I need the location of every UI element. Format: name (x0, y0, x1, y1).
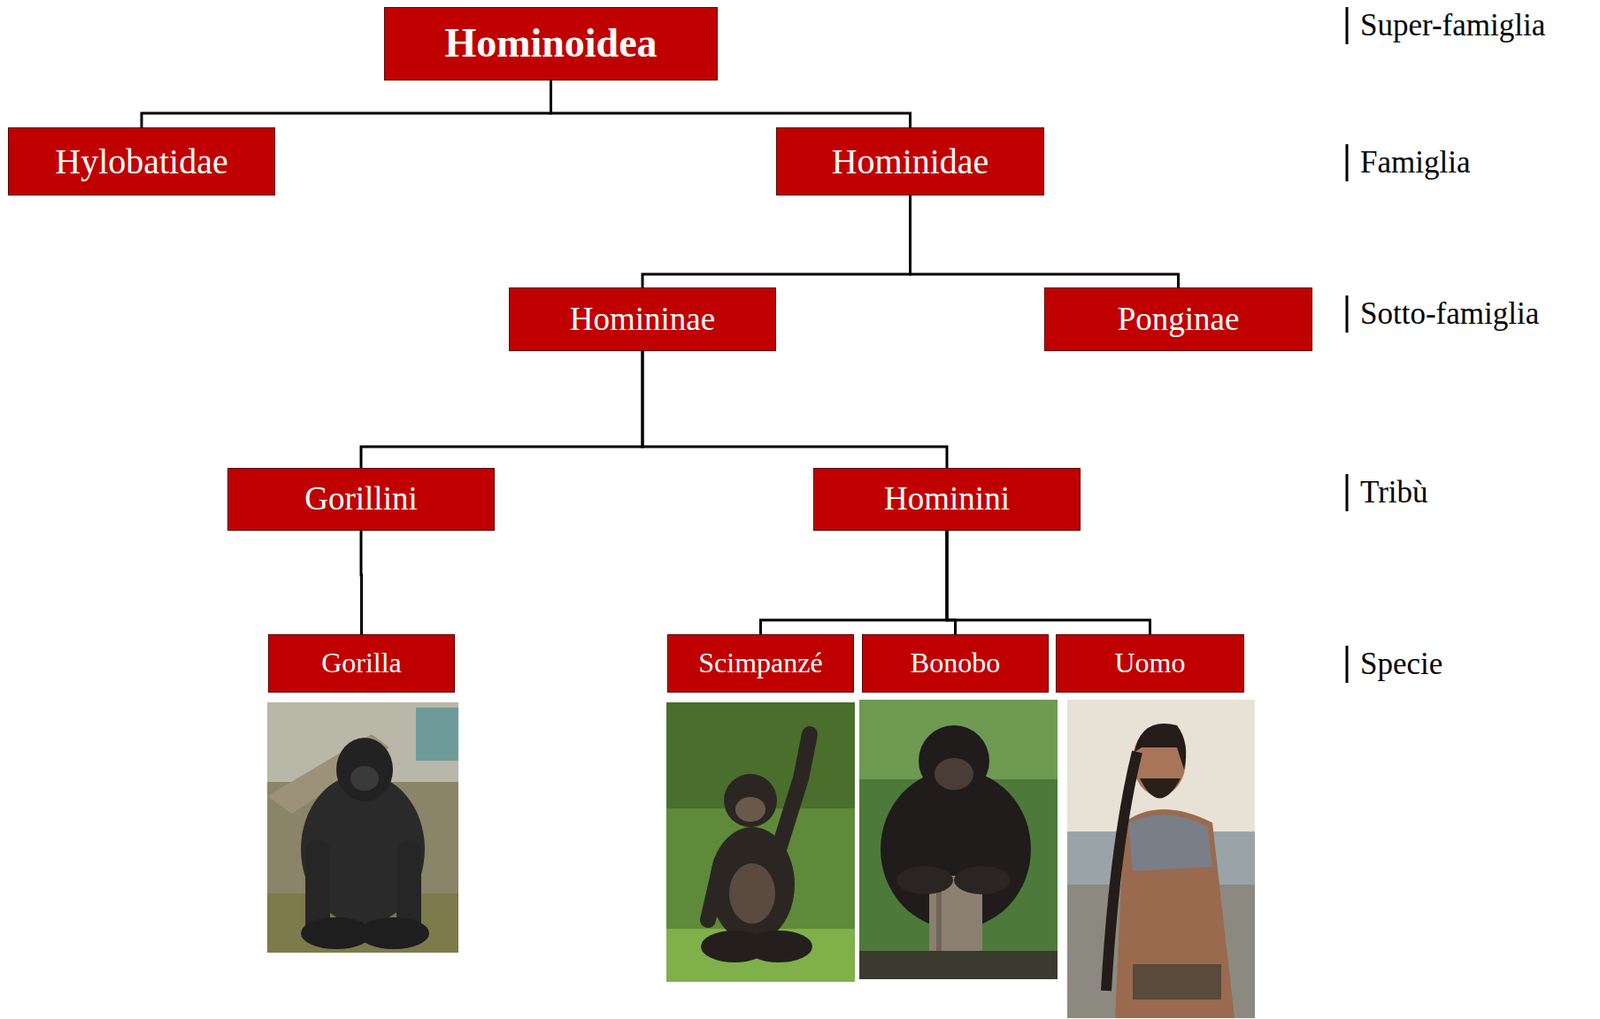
tree-connector (642, 351, 947, 469)
rank-label: Tribù (1360, 476, 1429, 511)
taxon-box: Ponginae (1044, 287, 1313, 352)
rank-label: Specie (1360, 647, 1443, 683)
taxon-name: Bonobo (910, 647, 1000, 679)
rank-label: Sotto-famiglia (1360, 297, 1539, 332)
taxon-box: Hominidae (776, 127, 1045, 196)
tree-connector (360, 530, 364, 635)
tree-connector (551, 80, 911, 128)
taxon-name: Ponginae (1117, 301, 1240, 339)
taxon-name: Hominoidea (444, 21, 657, 67)
chimpanzee-photo (666, 702, 855, 983)
taxon-name: Hominidae (831, 142, 990, 182)
taxon-name: Gorillini (304, 481, 417, 518)
rank-label: Super-famiglia (1360, 8, 1546, 44)
taxon-name: Hominini (884, 481, 1010, 518)
human-photo (1067, 700, 1255, 1019)
taxon-box: Gorilla (268, 634, 455, 693)
taxon-box: Bonobo (861, 634, 1049, 693)
tree-connector (361, 351, 643, 469)
tree-connector (910, 195, 1179, 288)
tree-connector (946, 530, 1151, 635)
taxon-name: Scimpanzé (698, 647, 823, 679)
tree-connector (141, 80, 552, 128)
taxon-box: Gorillini (227, 468, 495, 531)
tree-connector (761, 530, 948, 635)
taxon-box: Hominoidea (384, 7, 718, 81)
taxon-name: Hylobatidae (54, 142, 229, 182)
rank-label: Famiglia (1360, 146, 1470, 181)
taxon-box: Scimpanzé (667, 634, 854, 693)
tree-connector (642, 195, 911, 288)
gorilla-photo (267, 702, 459, 954)
taxon-box: Homininae (508, 287, 777, 352)
taxon-name: Homininae (569, 301, 716, 339)
taxon-name: Uomo (1115, 647, 1186, 679)
taxon-name: Gorilla (321, 647, 402, 679)
taxon-box: Hylobatidae (7, 127, 276, 196)
level-bars (1346, 7, 1349, 684)
taxon-box: Hominini (813, 468, 1081, 531)
bonobo-photo (859, 700, 1058, 980)
taxon-box: Uomo (1055, 634, 1245, 693)
